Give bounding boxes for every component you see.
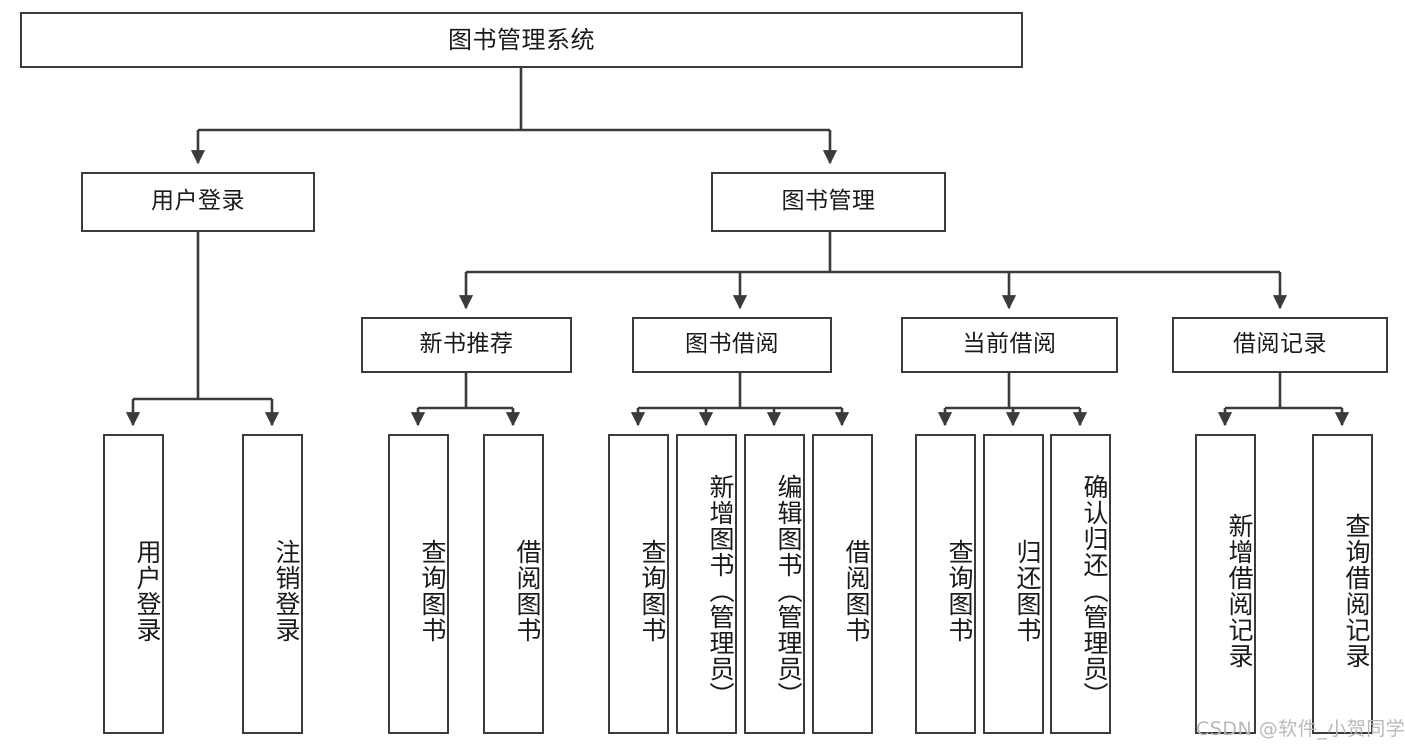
node-borrow-records[interactable]: 借阅记录 [1172,317,1388,373]
node-label: 图书管理 [781,188,876,215]
newbook-to-leaves-connectors [410,373,521,427]
node-leaf-query-borrow-record[interactable]: 查询借阅记录 [1312,434,1373,734]
node-leaf-query-book-newbook[interactable]: 查询图书 [388,434,449,734]
node-label: 图书管理系统 [448,25,595,54]
node-label: 图书借阅 [685,331,779,358]
node-label: 用户登录 [151,188,245,215]
borrow-to-leaves-connectors [630,373,850,427]
root-to-level2-connectors [190,68,838,165]
node-leaf-edit-book-admin[interactable]: 编辑图书（管理员） [744,434,805,734]
node-leaf-borrow-book[interactable]: 借阅图书 [812,434,873,734]
node-leaf-add-borrow-record[interactable]: 新增借阅记录 [1195,434,1256,734]
csdn-watermark: CSDN @软件_小贺同学 [1196,718,1405,740]
level2-books-to-level3-connectors [458,232,1288,310]
node-label: 当前借阅 [962,331,1057,358]
node-label: 查询图书 [638,539,667,643]
node-label: 借阅图书 [842,539,871,643]
node-leaf-user-login[interactable]: 用户登录 [103,434,164,734]
node-label: 确认归还（管理员） [1080,474,1109,708]
node-book-borrow[interactable]: 图书借阅 [632,317,832,373]
node-label: 查询借阅记录 [1342,513,1371,669]
node-leaf-query-book-current[interactable]: 查询图书 [915,434,976,734]
node-label: 编辑图书（管理员） [774,474,803,708]
node-label: 新增图书（管理员） [706,474,735,708]
node-label: 借阅记录 [1233,331,1327,358]
node-leaf-query-book-borrow[interactable]: 查询图书 [608,434,669,734]
node-leaf-confirm-return-admin[interactable]: 确认归还（管理员） [1050,434,1111,734]
node-label: 注销登录 [272,539,301,643]
node-label: 用户登录 [133,539,162,643]
node-leaf-return-book[interactable]: 归还图书 [983,434,1044,734]
node-label: 查询图书 [418,539,447,643]
node-book-management[interactable]: 图书管理 [711,172,946,232]
node-user-login[interactable]: 用户登录 [81,172,315,232]
node-label: 新增借阅记录 [1225,513,1254,669]
node-label: 借阅图书 [513,539,542,643]
node-label: 归还图书 [1013,539,1042,643]
node-label: 新书推荐 [419,331,514,358]
node-current-borrow[interactable]: 当前借阅 [901,317,1118,373]
node-label: 查询图书 [945,539,974,643]
node-leaf-add-book-admin[interactable]: 新增图书（管理员） [676,434,737,734]
login-to-leaves-connectors [125,232,280,427]
node-leaf-logout[interactable]: 注销登录 [242,434,303,734]
node-leaf-borrow-book-newbook[interactable]: 借阅图书 [483,434,544,734]
current-to-leaves-connectors [937,373,1088,427]
records-to-leaves-connectors [1217,373,1350,427]
node-root-system[interactable]: 图书管理系统 [20,12,1023,68]
node-new-book-recommend[interactable]: 新书推荐 [361,317,572,373]
